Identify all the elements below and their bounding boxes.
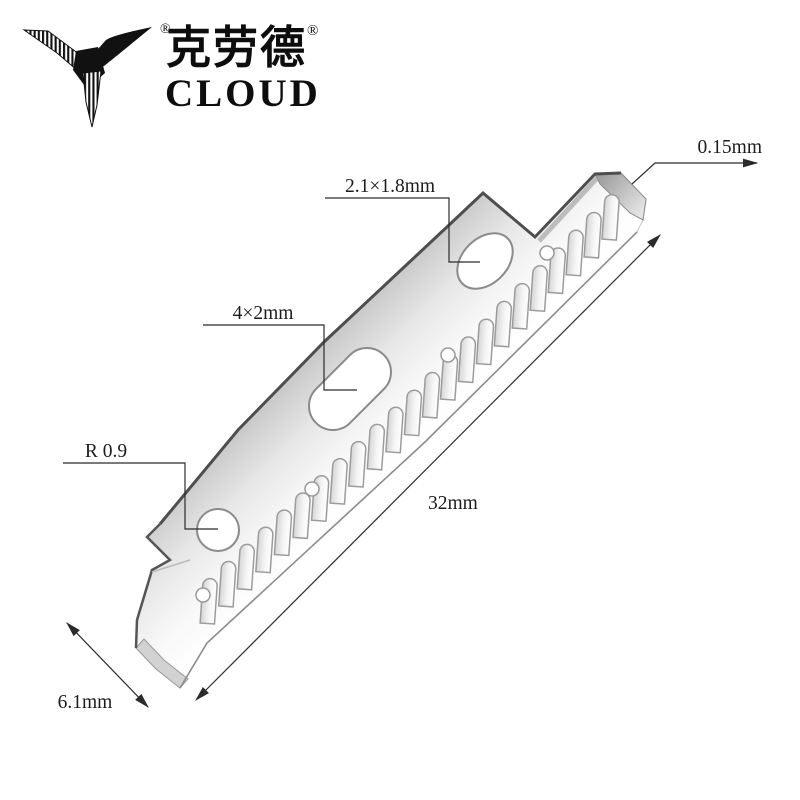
tooth-slot bbox=[292, 492, 311, 540]
blade-foot-fold-line bbox=[151, 559, 191, 573]
brand-name-chinese-text: 克劳德 bbox=[166, 23, 308, 73]
leader-thickness bbox=[631, 158, 759, 185]
tooth-slot bbox=[329, 457, 348, 505]
registered-trademark-symbol: ® bbox=[307, 23, 319, 39]
tooth-slot bbox=[236, 543, 255, 591]
pin-hole bbox=[539, 245, 555, 261]
brand-name-english: CLOUD bbox=[165, 72, 321, 115]
pin-hole bbox=[304, 481, 320, 497]
pin-hole bbox=[440, 347, 456, 363]
tooth-slot bbox=[347, 440, 367, 488]
dim-length-line bbox=[195, 234, 661, 701]
dim-width-label: 6.1mm bbox=[58, 692, 113, 713]
tooth-slot bbox=[601, 193, 620, 241]
tooth-slot bbox=[385, 406, 404, 454]
cloud-bird-logo bbox=[22, 27, 152, 128]
dim-round-hole-label: R 0.9 bbox=[85, 441, 127, 462]
tooth-slot bbox=[255, 526, 274, 574]
dim-thickness-label: 0.15mm bbox=[698, 137, 762, 158]
tooth-slot bbox=[457, 336, 477, 384]
tooth-slot bbox=[475, 318, 495, 366]
brand-name-chinese: 克劳德® bbox=[166, 24, 318, 71]
dimension-labels: 0.15mm 2.1×1.8mm 4×2mm R 0.9 32mm 6.1mm bbox=[58, 137, 762, 713]
dim-length-label: 32mm bbox=[428, 493, 478, 514]
tooth-slot bbox=[511, 282, 531, 330]
dim-width-line bbox=[66, 622, 149, 708]
tooth-slot bbox=[217, 560, 237, 608]
tooth-slot bbox=[529, 265, 548, 313]
tooth-slot bbox=[583, 211, 602, 259]
tooth-slot bbox=[366, 423, 386, 471]
tooth-slot bbox=[565, 229, 584, 277]
tooth-slot bbox=[421, 371, 441, 419]
blade bbox=[134, 171, 647, 689]
tooth-slot bbox=[273, 509, 293, 557]
dimension-annotations bbox=[63, 158, 759, 708]
registered-trademark-symbol: ® bbox=[160, 22, 171, 37]
dim-oval-hole-label: 2.1×1.8mm bbox=[345, 176, 435, 197]
bird-tail bbox=[82, 70, 102, 128]
blade-back-edge-shading bbox=[537, 176, 599, 243]
tooth-slot bbox=[403, 389, 423, 437]
tooth-slot bbox=[493, 300, 513, 348]
dim-slot-hole-label: 4×2mm bbox=[233, 303, 294, 324]
round-hole bbox=[196, 508, 240, 552]
pin-hole bbox=[195, 587, 211, 603]
